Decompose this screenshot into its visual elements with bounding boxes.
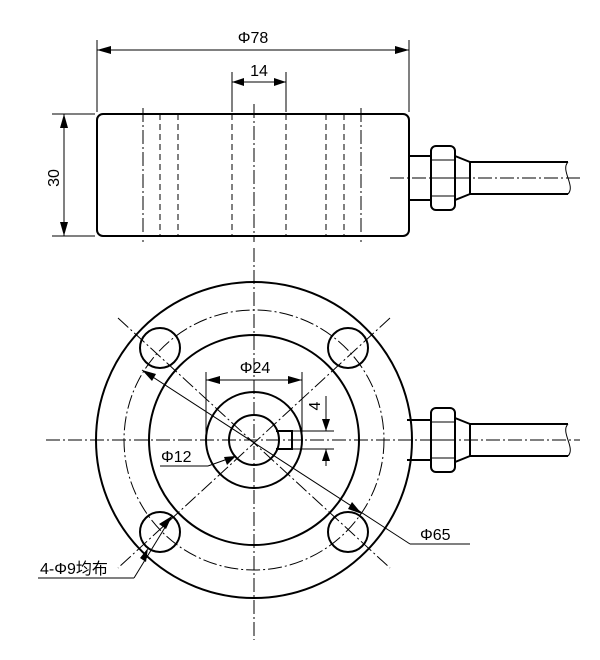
dimension-height: 30 bbox=[46, 113, 95, 237]
keyway-label: 4 bbox=[307, 401, 324, 410]
mounting-hole bbox=[327, 327, 369, 369]
side-view-cable bbox=[470, 161, 571, 195]
bolt-circle-label: Φ65 bbox=[420, 527, 451, 544]
dimension-bolt-circle: Φ65 bbox=[141, 369, 470, 545]
height-label: 30 bbox=[46, 169, 63, 187]
mounting-hole bbox=[139, 511, 181, 553]
side-view: Φ78 14 30 bbox=[46, 30, 580, 242]
dimension-boss-width: 14 bbox=[231, 63, 287, 112]
dimension-mounting-holes: 4-Φ9均布 bbox=[38, 515, 173, 579]
side-view-body bbox=[96, 113, 410, 237]
inner-body-circle bbox=[148, 334, 360, 546]
outer-flange-circle bbox=[95, 281, 413, 599]
center-hole-label: Φ12 bbox=[161, 449, 192, 466]
bolt-circle bbox=[123, 309, 385, 571]
boss-width-label: 14 bbox=[250, 63, 268, 80]
keyway bbox=[276, 430, 293, 450]
mounting-hole bbox=[327, 511, 369, 553]
center-hole bbox=[228, 414, 280, 466]
mounting-hole bbox=[139, 327, 181, 369]
dimension-keyway: 4 bbox=[292, 396, 334, 466]
mounting-holes-label: 4-Φ9均布 bbox=[40, 560, 108, 578]
outer-diameter-label: Φ78 bbox=[238, 30, 269, 47]
boss-diameter-label: Φ24 bbox=[240, 360, 271, 377]
top-view: Φ24 4 Φ12 Φ65 bbox=[38, 248, 580, 640]
dimension-center-hole: Φ12 bbox=[160, 449, 237, 467]
side-view-hidden-lines bbox=[159, 114, 345, 236]
dimension-outer-diameter: Φ78 bbox=[96, 30, 410, 112]
top-view-cable bbox=[470, 423, 571, 457]
dimension-boss-diameter: Φ24 bbox=[205, 360, 303, 440]
mounting-holes bbox=[139, 327, 369, 553]
